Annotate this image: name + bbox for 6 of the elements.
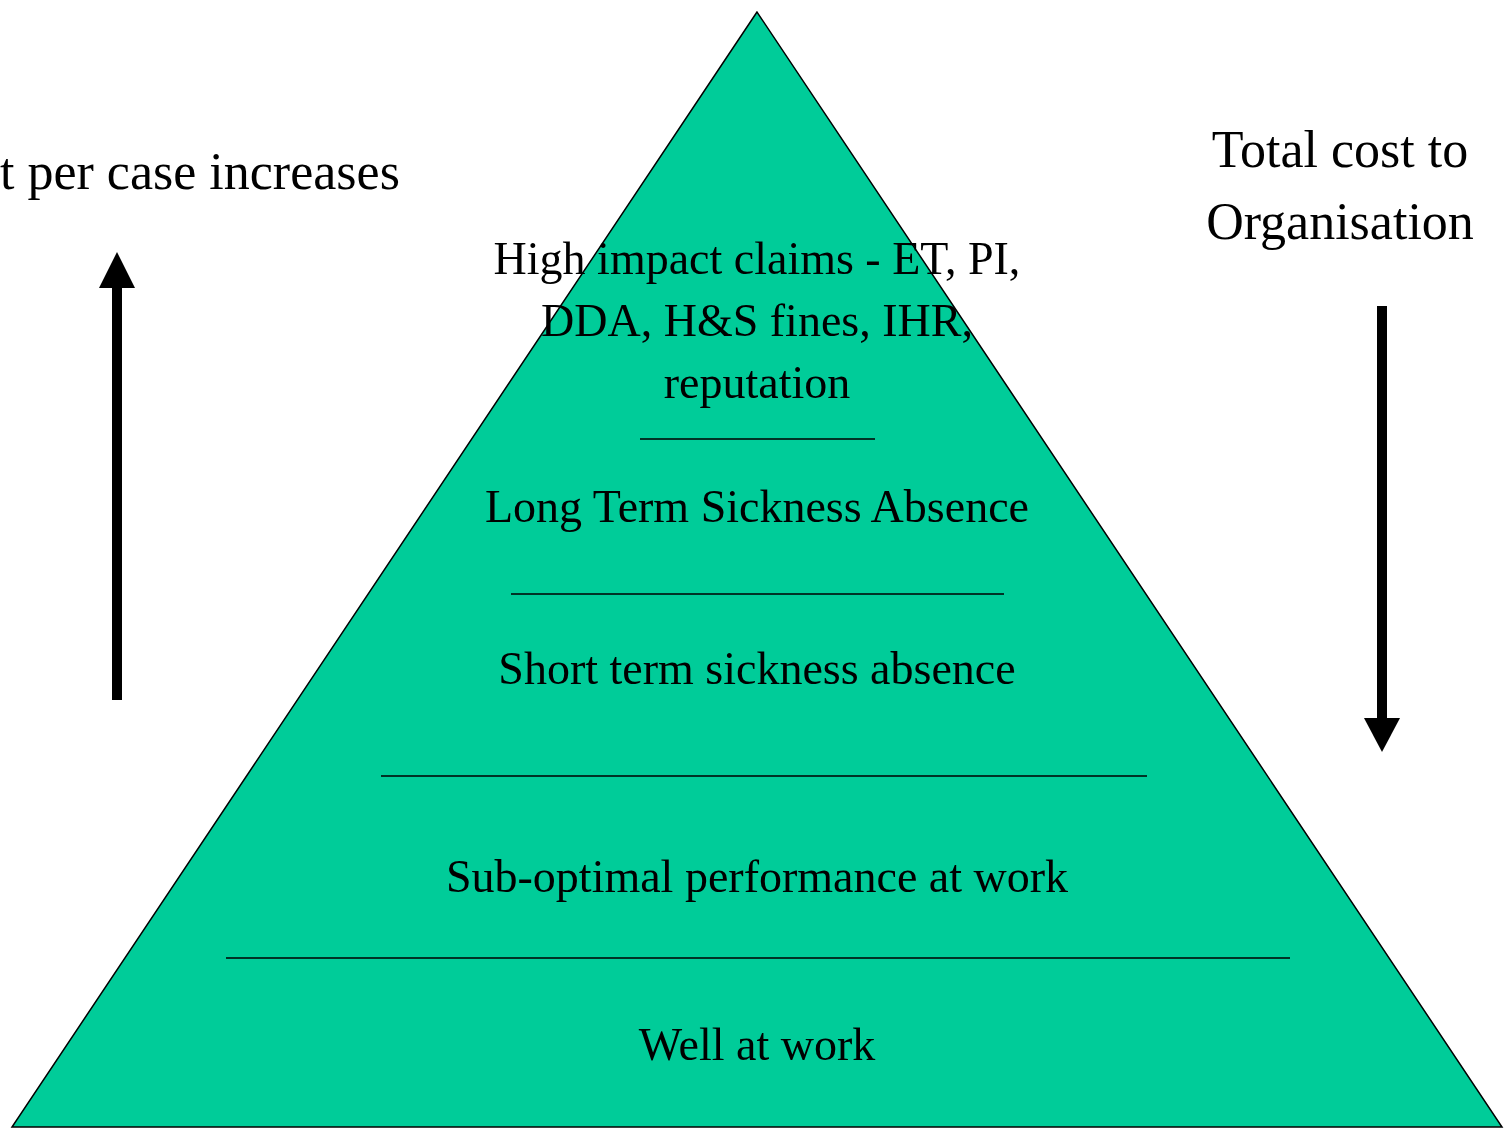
- axis-caption: t per case increases: [0, 142, 401, 202]
- axis-caption: Total cost to Organisation: [1205, 120, 1475, 252]
- tier-label: Well at work: [637, 1018, 877, 1072]
- tier-label: Long Term Sickness Absence: [484, 480, 1030, 534]
- tier-label: Short term sickness absence: [497, 642, 1017, 696]
- tier-label: Sub-optimal performance at work: [444, 850, 1070, 904]
